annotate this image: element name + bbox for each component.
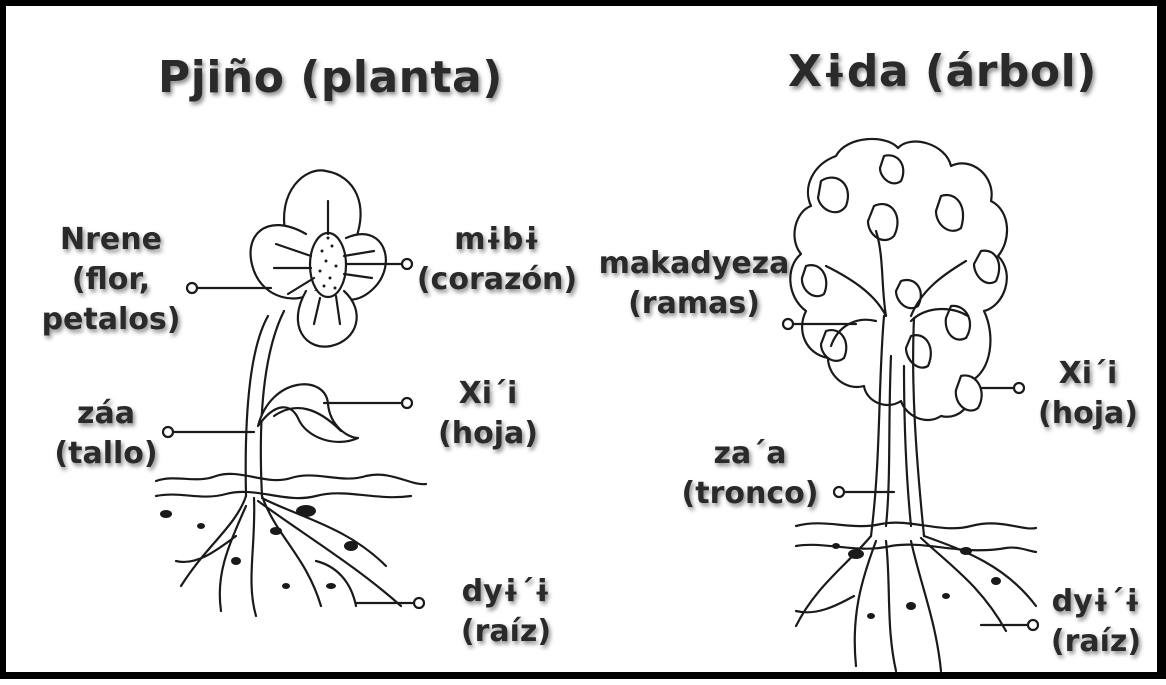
label-plant-leaf-line1: Xi´i xyxy=(428,374,548,414)
illustration xyxy=(6,6,1166,685)
label-stem-line1: záa xyxy=(46,394,166,434)
label-branches: makadyeza (ramas) xyxy=(594,244,794,324)
soil-pebbles xyxy=(160,505,358,589)
label-trunk-line2: (tronco) xyxy=(666,474,834,514)
label-tree-leaf-line2: (hoja) xyxy=(1028,394,1148,434)
plant-drawing xyxy=(156,170,426,616)
tree-drawing xyxy=(783,139,1038,671)
plant-ground xyxy=(156,474,426,484)
label-flower-line2: (flor, xyxy=(36,260,186,300)
label-tree-root: dyɨ´ɨ (raíz) xyxy=(1036,582,1156,662)
label-plant-leaf-line2: (hoja) xyxy=(428,414,548,454)
label-stem: záa (tallo) xyxy=(46,394,166,474)
label-branches-line1: makadyeza xyxy=(594,244,794,284)
label-flower: Nrene (flor, petalos) xyxy=(36,220,186,340)
label-stem-line2: (tallo) xyxy=(46,434,166,474)
flower-center xyxy=(310,233,346,297)
petal-bottom xyxy=(298,291,357,347)
label-tree-root-line2: (raíz) xyxy=(1036,622,1156,662)
label-tree-root-line1: dyɨ´ɨ xyxy=(1036,582,1156,622)
label-plant-root-line2: (raíz) xyxy=(446,612,566,652)
label-plant-leaf: Xi´i (hoja) xyxy=(428,374,548,454)
label-heart: mɨbɨ (corazón) xyxy=(412,220,582,300)
tree-roots xyxy=(796,536,1036,671)
plant-leaf xyxy=(258,384,358,442)
label-trunk-line1: za´a xyxy=(666,434,834,474)
label-trunk: za´a (tronco) xyxy=(666,434,834,514)
label-branches-line2: (ramas) xyxy=(594,284,794,324)
label-plant-root-line1: dyɨ´ɨ xyxy=(446,572,566,612)
label-plant-root: dyɨ´ɨ (raíz) xyxy=(446,572,566,652)
plant-roots xyxy=(176,496,401,616)
label-flower-line3: petalos) xyxy=(36,300,186,340)
label-tree-leaf-line1: Xi´i xyxy=(1028,354,1148,394)
label-heart-line1: mɨbɨ xyxy=(412,220,582,260)
tree-ground xyxy=(796,523,1036,529)
label-flower-line1: Nrene xyxy=(36,220,186,260)
label-tree-leaf: Xi´i (hoja) xyxy=(1028,354,1148,434)
label-heart-line2: (corazón) xyxy=(412,260,582,300)
